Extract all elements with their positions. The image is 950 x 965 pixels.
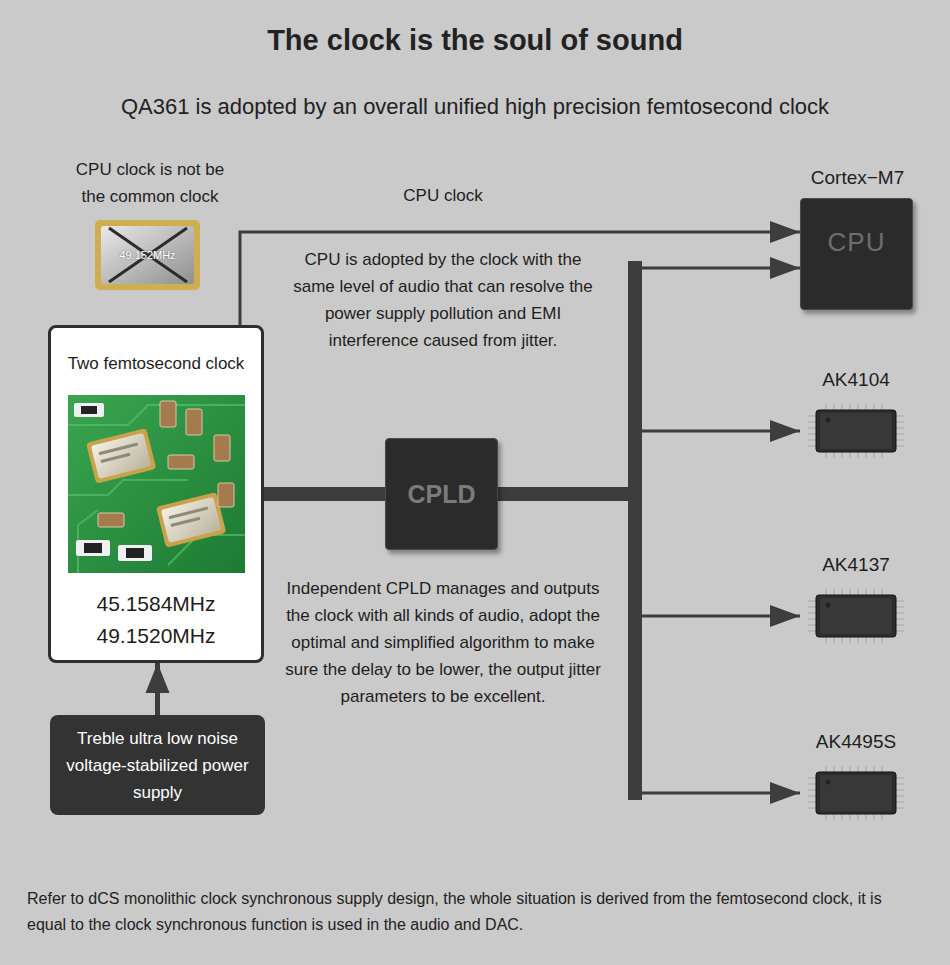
connector-line (498, 268, 635, 494)
node-text: CPLD (386, 480, 497, 509)
ic-chip: AK4137 (800, 587, 912, 645)
arrow-head (770, 221, 800, 243)
ic-chip: AK4104 (800, 402, 912, 460)
arrow-head (770, 420, 800, 442)
arrow-head (770, 605, 800, 627)
connector-line (264, 487, 385, 501)
power-box: Treble ultra low noise voltage-stabilize… (50, 715, 265, 815)
chip-box: CPLD (385, 438, 498, 550)
note-text: CPU is adopted by the clock with the sam… (283, 246, 603, 354)
capacitor-symbol (98, 401, 234, 527)
node-text: CPU (801, 227, 912, 258)
crystal-component: CPU clock is not be the common clock 49.1… (60, 156, 240, 296)
node-text: Two femtosecond clock (51, 354, 261, 374)
pcb-photo (68, 395, 245, 573)
node-text: AK4104 (785, 369, 927, 391)
connector (146, 663, 170, 715)
node-text: 45.1584MHz (51, 592, 261, 616)
edge-label: CPU clock (343, 186, 543, 206)
chip-body (800, 587, 912, 645)
chip-body (800, 402, 912, 460)
connector (264, 494, 385, 495)
node-text: AK4495S (785, 731, 927, 753)
arrow-head (770, 782, 800, 804)
chip-body (800, 764, 912, 822)
node-text: CPU clock is not be the common clock (65, 156, 235, 210)
crystal-component (156, 492, 226, 548)
note-text: Independent CPLD manages and outputs the… (283, 575, 603, 710)
caption-note: Refer to dCS monolithic clock synchronou… (27, 886, 917, 938)
chip-box: Cortex−M7CPU (800, 198, 913, 310)
connector (498, 420, 800, 494)
resistor-symbol (74, 403, 152, 561)
node-text: 49.1520MHz (51, 624, 261, 648)
arrow-head (146, 663, 170, 693)
connector-line (498, 431, 635, 494)
node-text: AK4137 (785, 554, 927, 576)
node-text: Treble ultra low noise voltage-stabilize… (50, 725, 265, 806)
pcb-board (68, 395, 245, 573)
node-text: 49.152MHz (95, 248, 200, 262)
subtitle-text: QA361 is adopted by an overall unified h… (0, 94, 950, 120)
node-text: Cortex−M7 (776, 167, 939, 189)
crystal-component (86, 428, 156, 484)
arrow-head (770, 257, 800, 279)
diagram-title: The clock is the soul of sound (0, 24, 950, 57)
ic-chip: AK4495S (800, 764, 912, 822)
pcb-traces (68, 405, 245, 573)
